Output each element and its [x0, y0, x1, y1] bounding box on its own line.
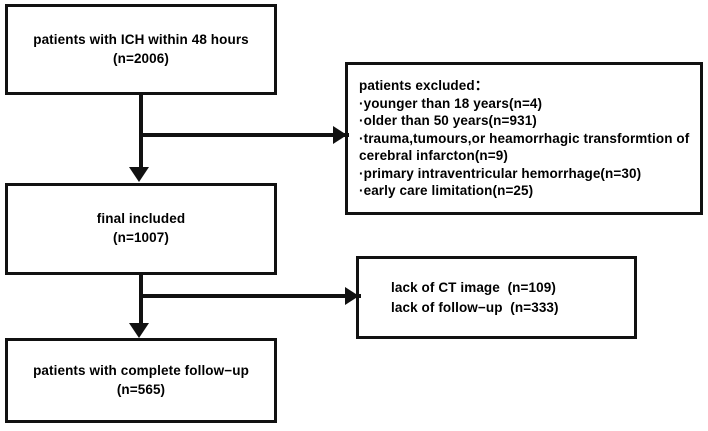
box-excluded-patients: patients excluded： ·younger than 18 year… — [345, 62, 703, 215]
connector-enrolled-to-included — [139, 95, 143, 169]
connector-branch-to-lost — [139, 294, 361, 298]
connector-included-to-followup — [139, 275, 143, 325]
box-included-text: final included (n=1007) — [8, 210, 274, 247]
connector-branch-to-excluded — [139, 133, 349, 137]
box-complete-followup: patients with complete follow−up (n=565) — [5, 338, 277, 423]
arrow-right-icon-excluded — [333, 126, 347, 144]
box-lost-line2: lack of follow−up (n=333) — [391, 299, 559, 315]
box-enrolled-line1: patients with ICH within 48 hours — [33, 31, 249, 47]
excluded-item-0: ·younger than 18 years(n=4) — [359, 95, 543, 111]
excluded-item-1: ·older than 50 years(n=931) — [359, 113, 537, 129]
arrow-down-icon-included — [129, 167, 149, 182]
box-enrolled-text: patients with ICH within 48 hours (n=200… — [8, 31, 274, 68]
box-lost-text: lack of CT image (n=109) lack of follow−… — [359, 278, 634, 317]
box-lost-line1: lack of CT image (n=109) — [391, 279, 556, 295]
excluded-heading: patients excluded： — [359, 78, 489, 94]
excluded-item-2: ·trauma,tumours,or heamorrhagic transfor… — [359, 130, 690, 164]
box-followup-line1: patients with complete follow−up — [33, 362, 249, 378]
box-excluded-text: patients excluded： ·younger than 18 year… — [348, 77, 700, 200]
arrow-down-icon-followup — [129, 323, 149, 338]
box-enrolled-line2: (n=2006) — [113, 50, 169, 66]
box-enrolled-patients: patients with ICH within 48 hours (n=200… — [5, 4, 277, 95]
excluded-item-4: ·early care limitation(n=25) — [359, 183, 534, 199]
box-followup-text: patients with complete follow−up (n=565) — [8, 362, 274, 399]
arrow-right-icon-lost — [345, 287, 359, 305]
box-included-line2: (n=1007) — [113, 230, 169, 245]
box-followup-line2: (n=565) — [116, 381, 166, 397]
excluded-item-3: ·primary intraventricular hemorrhage(n=3… — [359, 165, 642, 181]
box-included-line1: final included — [96, 211, 186, 227]
box-lost-to-followup: lack of CT image (n=109) lack of follow−… — [356, 256, 637, 339]
box-final-included: final included (n=1007) — [5, 183, 277, 275]
